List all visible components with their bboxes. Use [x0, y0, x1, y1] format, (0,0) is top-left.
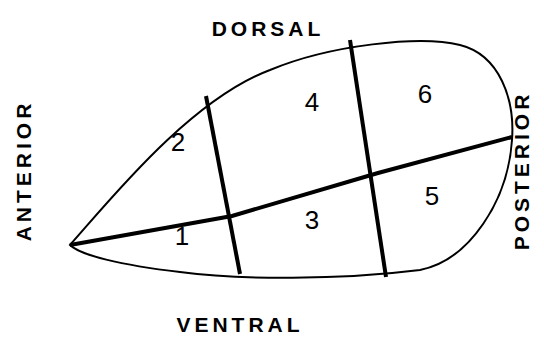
region-number: 5: [425, 183, 439, 209]
divider-line: [350, 40, 386, 277]
midline: [70, 137, 512, 245]
region-number: 2: [171, 129, 185, 155]
region-number: 4: [305, 89, 319, 115]
body-outline: [70, 41, 512, 278]
axis-label: VENTRAL: [176, 314, 303, 335]
region-number: 1: [175, 223, 189, 249]
axis-label: DORSAL: [212, 18, 325, 39]
axis-label: POSTERIOR: [512, 90, 533, 250]
axis-label: ANTERIOR: [14, 99, 35, 241]
region-number: 6: [418, 81, 432, 107]
divider-line: [206, 96, 240, 274]
region-number: 3: [305, 207, 319, 233]
